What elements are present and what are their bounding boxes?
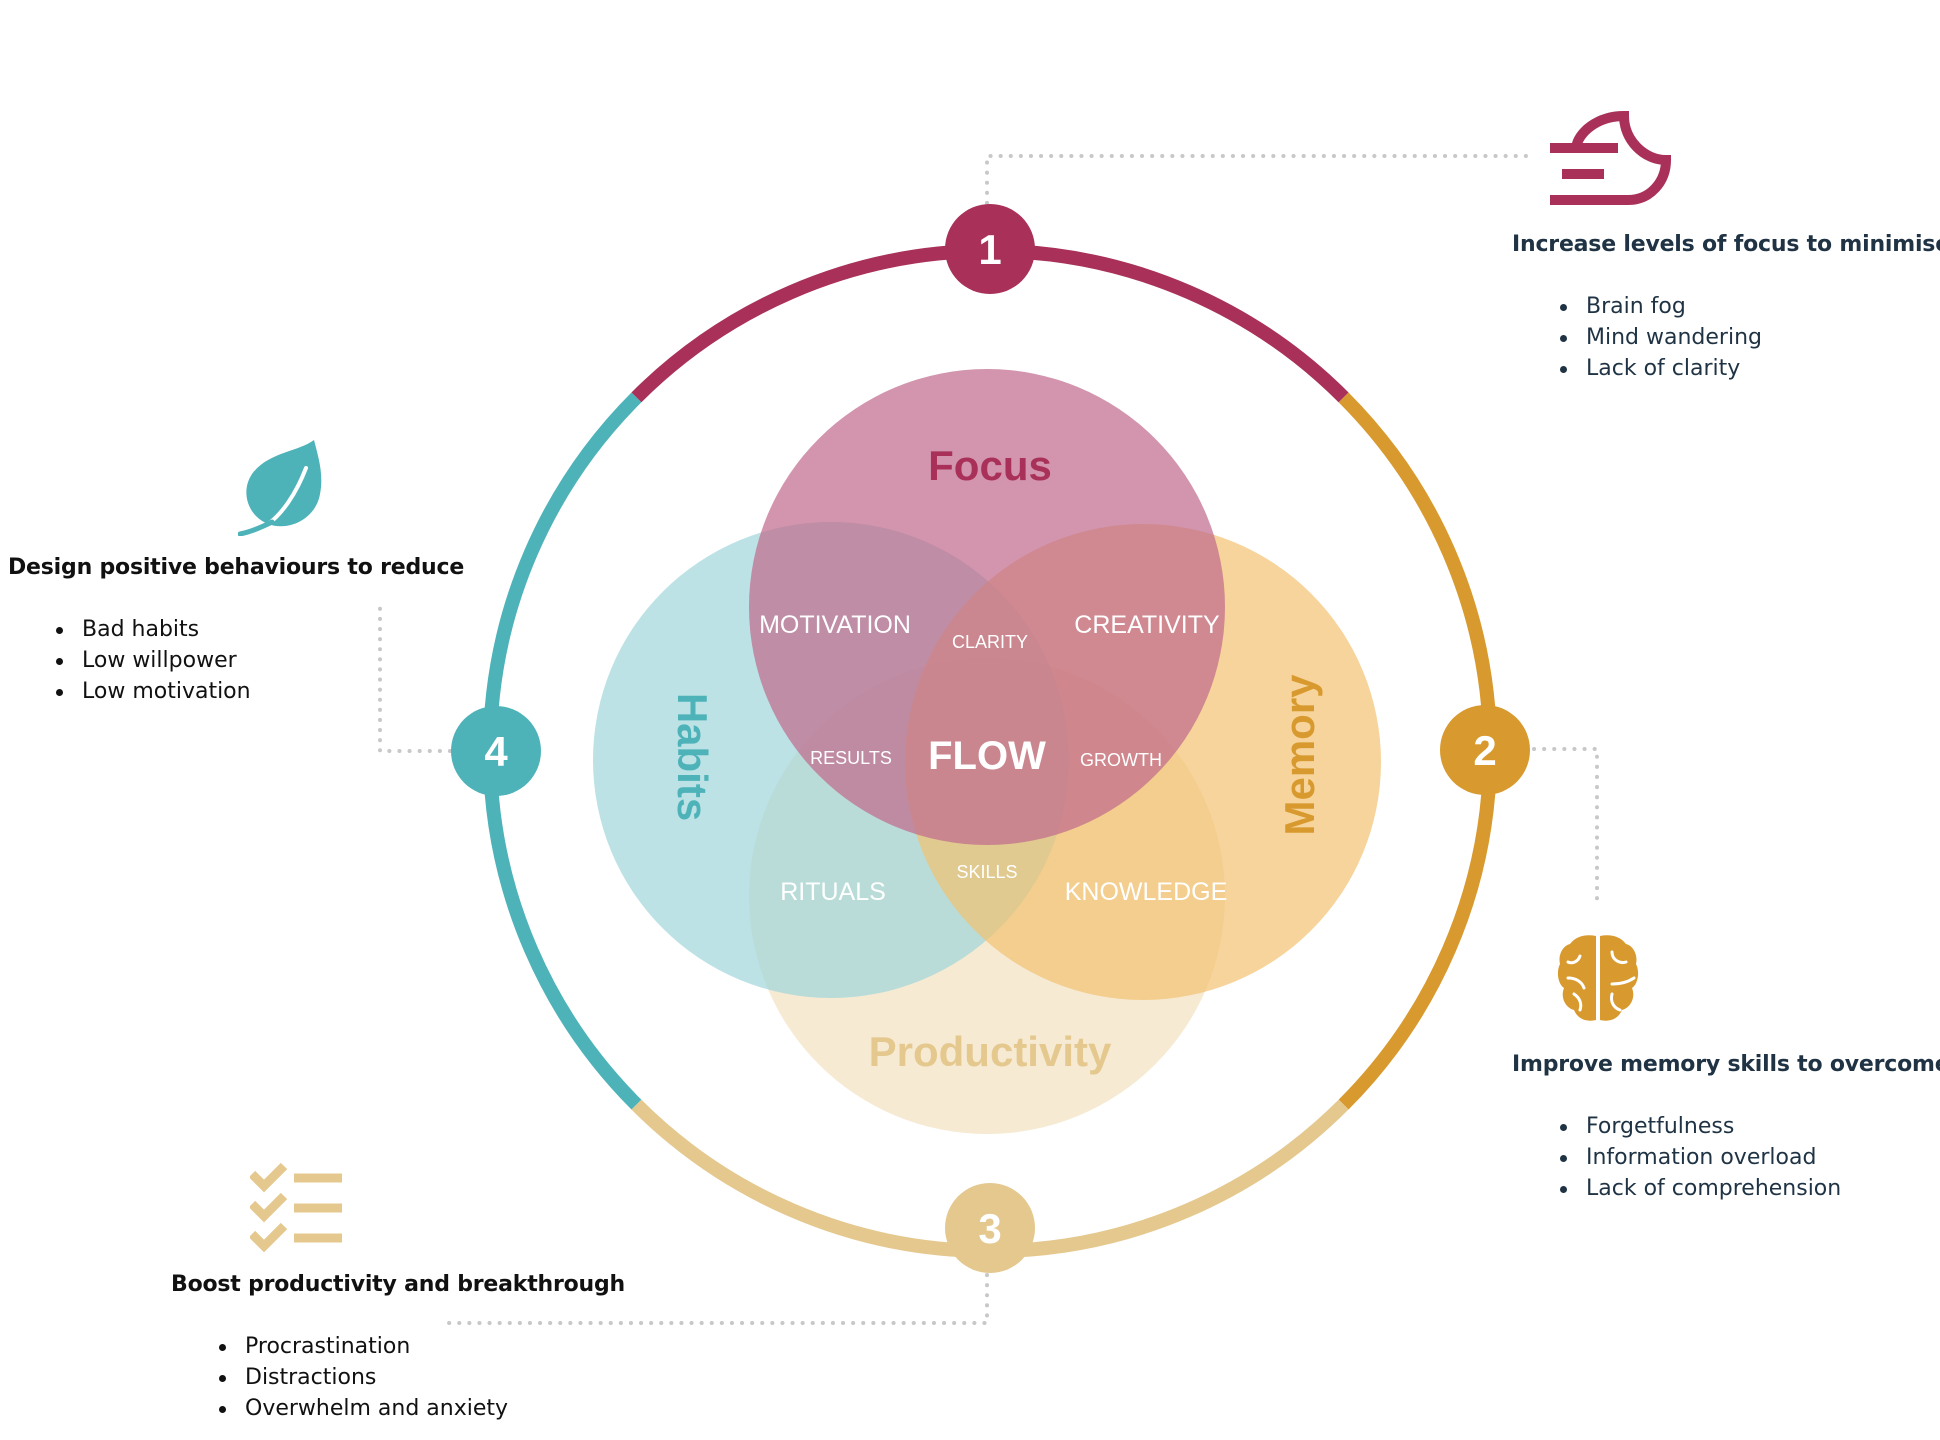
info-heading-memory: Improve memory skills to overcome [1512, 1052, 1940, 1077]
connector-lines [378, 154, 1599, 1325]
list-item: Distractions [215, 1362, 625, 1393]
list-item: Low willpower [52, 645, 464, 676]
label-rituals: RITUALS [780, 878, 886, 906]
badge-3-circle [945, 1183, 1035, 1273]
info-list-memory: Forgetfulness Information overload Lack … [1556, 1111, 1940, 1204]
badge-4-circle [451, 706, 541, 796]
list-item: Forgetfulness [1556, 1111, 1940, 1142]
badge-1-circle [945, 204, 1035, 294]
label-clarity: CLARITY [952, 632, 1028, 652]
info-block-productivity: Boost productivity and breakthrough Proc… [171, 1272, 625, 1424]
info-block-focus: Increase levels of focus to minimise Bra… [1512, 232, 1940, 384]
list-item: Lack of comprehension [1556, 1173, 1940, 1204]
venn-circle-focus [749, 369, 1225, 845]
info-block-habits: Design positive behaviours to reduce Bad… [8, 555, 464, 707]
list-item: Low motivation [52, 676, 464, 707]
connector-focus [985, 154, 1530, 205]
label-motivation: MOTIVATION [759, 611, 911, 639]
info-list-productivity: Procrastination Distractions Overwhelm a… [215, 1331, 625, 1424]
checklist-icon [250, 1162, 342, 1252]
list-item: Lack of clarity [1556, 353, 1940, 384]
badge-1-number: 1 [978, 226, 1001, 273]
list-item: Mind wandering [1556, 322, 1940, 353]
info-heading-productivity: Boost productivity and breakthrough [171, 1272, 626, 1297]
label-results: RESULTS [810, 748, 892, 768]
connector-habits [378, 601, 452, 753]
info-heading-focus: Increase levels of focus to minimise [1512, 232, 1940, 257]
label-skills: SKILLS [956, 862, 1017, 882]
list-item: Overwhelm and anxiety [215, 1393, 625, 1424]
badge-2: 2 [1440, 705, 1530, 795]
venn-label-habits: Habits [669, 693, 716, 821]
info-list-focus: Brain fog Mind wandering Lack of clarity [1556, 291, 1940, 384]
badge-3: 3 [945, 1183, 1035, 1273]
badge-4-number: 4 [484, 728, 508, 775]
venn-label-memory: Memory [1276, 674, 1323, 836]
list-item: Brain fog [1556, 291, 1940, 322]
label-knowledge: KNOWLEDGE [1065, 878, 1228, 906]
brain-icon [1557, 935, 1639, 1021]
venn-label-productivity: Productivity [869, 1028, 1112, 1075]
venn-label-focus: Focus [928, 442, 1052, 489]
badge-2-circle [1440, 705, 1530, 795]
list-item: Procrastination [215, 1331, 625, 1362]
leaf-icon [238, 440, 322, 536]
info-block-memory: Improve memory skills to overcome Forget… [1512, 1052, 1940, 1204]
list-item: Bad habits [52, 614, 464, 645]
badge-4: 4 [451, 706, 541, 796]
connector-memory [1532, 747, 1599, 907]
badge-2-number: 2 [1473, 727, 1496, 774]
badge-3-number: 3 [978, 1205, 1001, 1252]
label-creativity: CREATIVITY [1074, 611, 1220, 639]
badge-1: 1 [945, 204, 1035, 294]
list-item: Information overload [1556, 1142, 1940, 1173]
info-heading-habits: Design positive behaviours to reduce [8, 555, 465, 580]
label-growth: GROWTH [1080, 750, 1162, 770]
venn-diagram [593, 369, 1381, 1134]
info-list-habits: Bad habits Low willpower Low motivation [52, 614, 464, 707]
label-flow: FLOW [928, 734, 1046, 778]
focus-wind-icon [1550, 110, 1672, 205]
